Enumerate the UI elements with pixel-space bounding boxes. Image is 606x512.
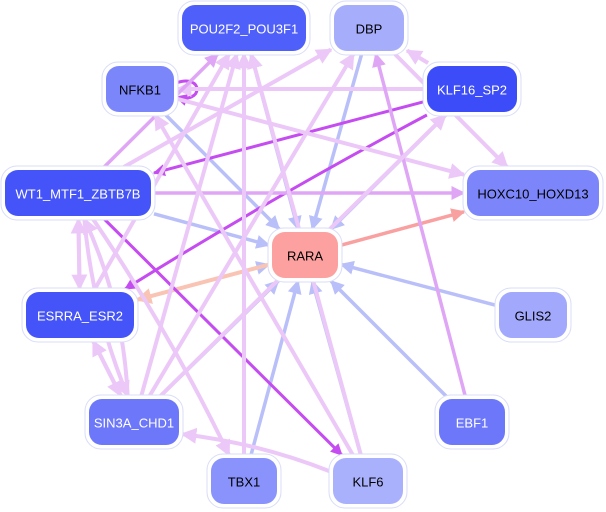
node-box[interactable] [334,5,404,51]
edge-tbx1-to-rara [249,279,302,456]
node-label: EBF1 [456,416,489,431]
node-wt1-mtf1-zbtb7b[interactable]: WT1_MTF1_ZBTB7B [0,165,156,221]
node-box[interactable] [106,66,174,112]
node-ebf1[interactable]: EBF1 [434,394,510,450]
node-esrra-esr2[interactable]: ESRRA_ESR2 [21,287,139,343]
node-label: WT1_MTF1_ZBTB7B [16,187,141,202]
node-label: ESRRA_ESR2 [37,309,123,324]
edge-klf6-to-sin3a_chd1 [180,427,331,474]
node-label: KLF6 [352,475,383,490]
node-box[interactable] [5,170,151,216]
node-box[interactable] [272,232,338,278]
edge-esrra_esr2-to-wt1_mtf1_zbtb7b [70,217,87,290]
node-sin3a-chd1[interactable]: SIN3A_CHD1 [84,394,184,450]
edge-klf16_sp2-to-wt1_mtf1_zbtb7b [152,100,425,176]
node-dbp[interactable]: DBP [329,0,409,56]
node-box[interactable] [427,66,517,112]
edge-glis2-to-rara [339,260,497,307]
node-tbx1[interactable]: TBX1 [206,453,282,509]
edge-wt1_mtf1_zbtb7b-to-dbp [122,47,333,169]
edge-esrra_esr2-to-pou2f2_pou3f1 [93,52,231,290]
edge-klf16_sp2-to-dbp [405,48,430,65]
edge-ebf1-to-dbp [372,52,467,397]
node-label: POU2F2_POU3F1 [190,22,298,37]
node-klf6[interactable]: KLF6 [328,453,408,509]
node-label: NFKB1 [119,83,161,98]
node-label: RARA [287,249,323,264]
node-label: HOXC10_HOXD13 [477,187,588,202]
node-box[interactable] [333,458,403,504]
node-box[interactable] [467,170,599,216]
node-label: SIN3A_CHD1 [94,416,174,431]
node-pou2f2-pou3f1[interactable]: POU2F2_POU3F1 [177,0,311,56]
node-glis2[interactable]: GLIS2 [494,287,572,343]
node-nfkb1[interactable]: NFKB1 [101,61,179,117]
node-label: KLF16_SP2 [437,83,507,98]
edge-klf6-to-nfkb1 [153,113,355,457]
edge-sin3a_chd1-to-dbp [147,52,356,398]
node-rara[interactable]: RARA [267,227,343,283]
node-box[interactable] [499,292,567,338]
node-label: DBP [356,22,383,37]
edge-rara-to-hoxc10_hoxd13 [340,208,466,247]
node-box[interactable] [26,292,134,338]
node-label: GLIS2 [515,309,552,324]
node-label: TBX1 [228,475,261,490]
edge-wt1_mtf1_zbtb7b-to-rara [153,212,271,249]
node-box[interactable] [89,399,179,445]
edge-ebf1-to-rara [329,279,448,398]
edge-klf16_sp2-to-esrra_esr2 [124,113,428,291]
node-box[interactable] [439,399,505,445]
node-box[interactable] [182,5,306,51]
edge-wt1_mtf1_zbtb7b-to-tbx1 [91,217,231,457]
node-box[interactable] [211,458,277,504]
node-hoxc10-hoxd13[interactable]: HOXC10_HOXD13 [462,165,604,221]
edge-sin3a_chd1-to-pou2f2_pou3f1 [139,52,241,397]
node-klf16-sp2[interactable]: KLF16_SP2 [422,61,522,117]
